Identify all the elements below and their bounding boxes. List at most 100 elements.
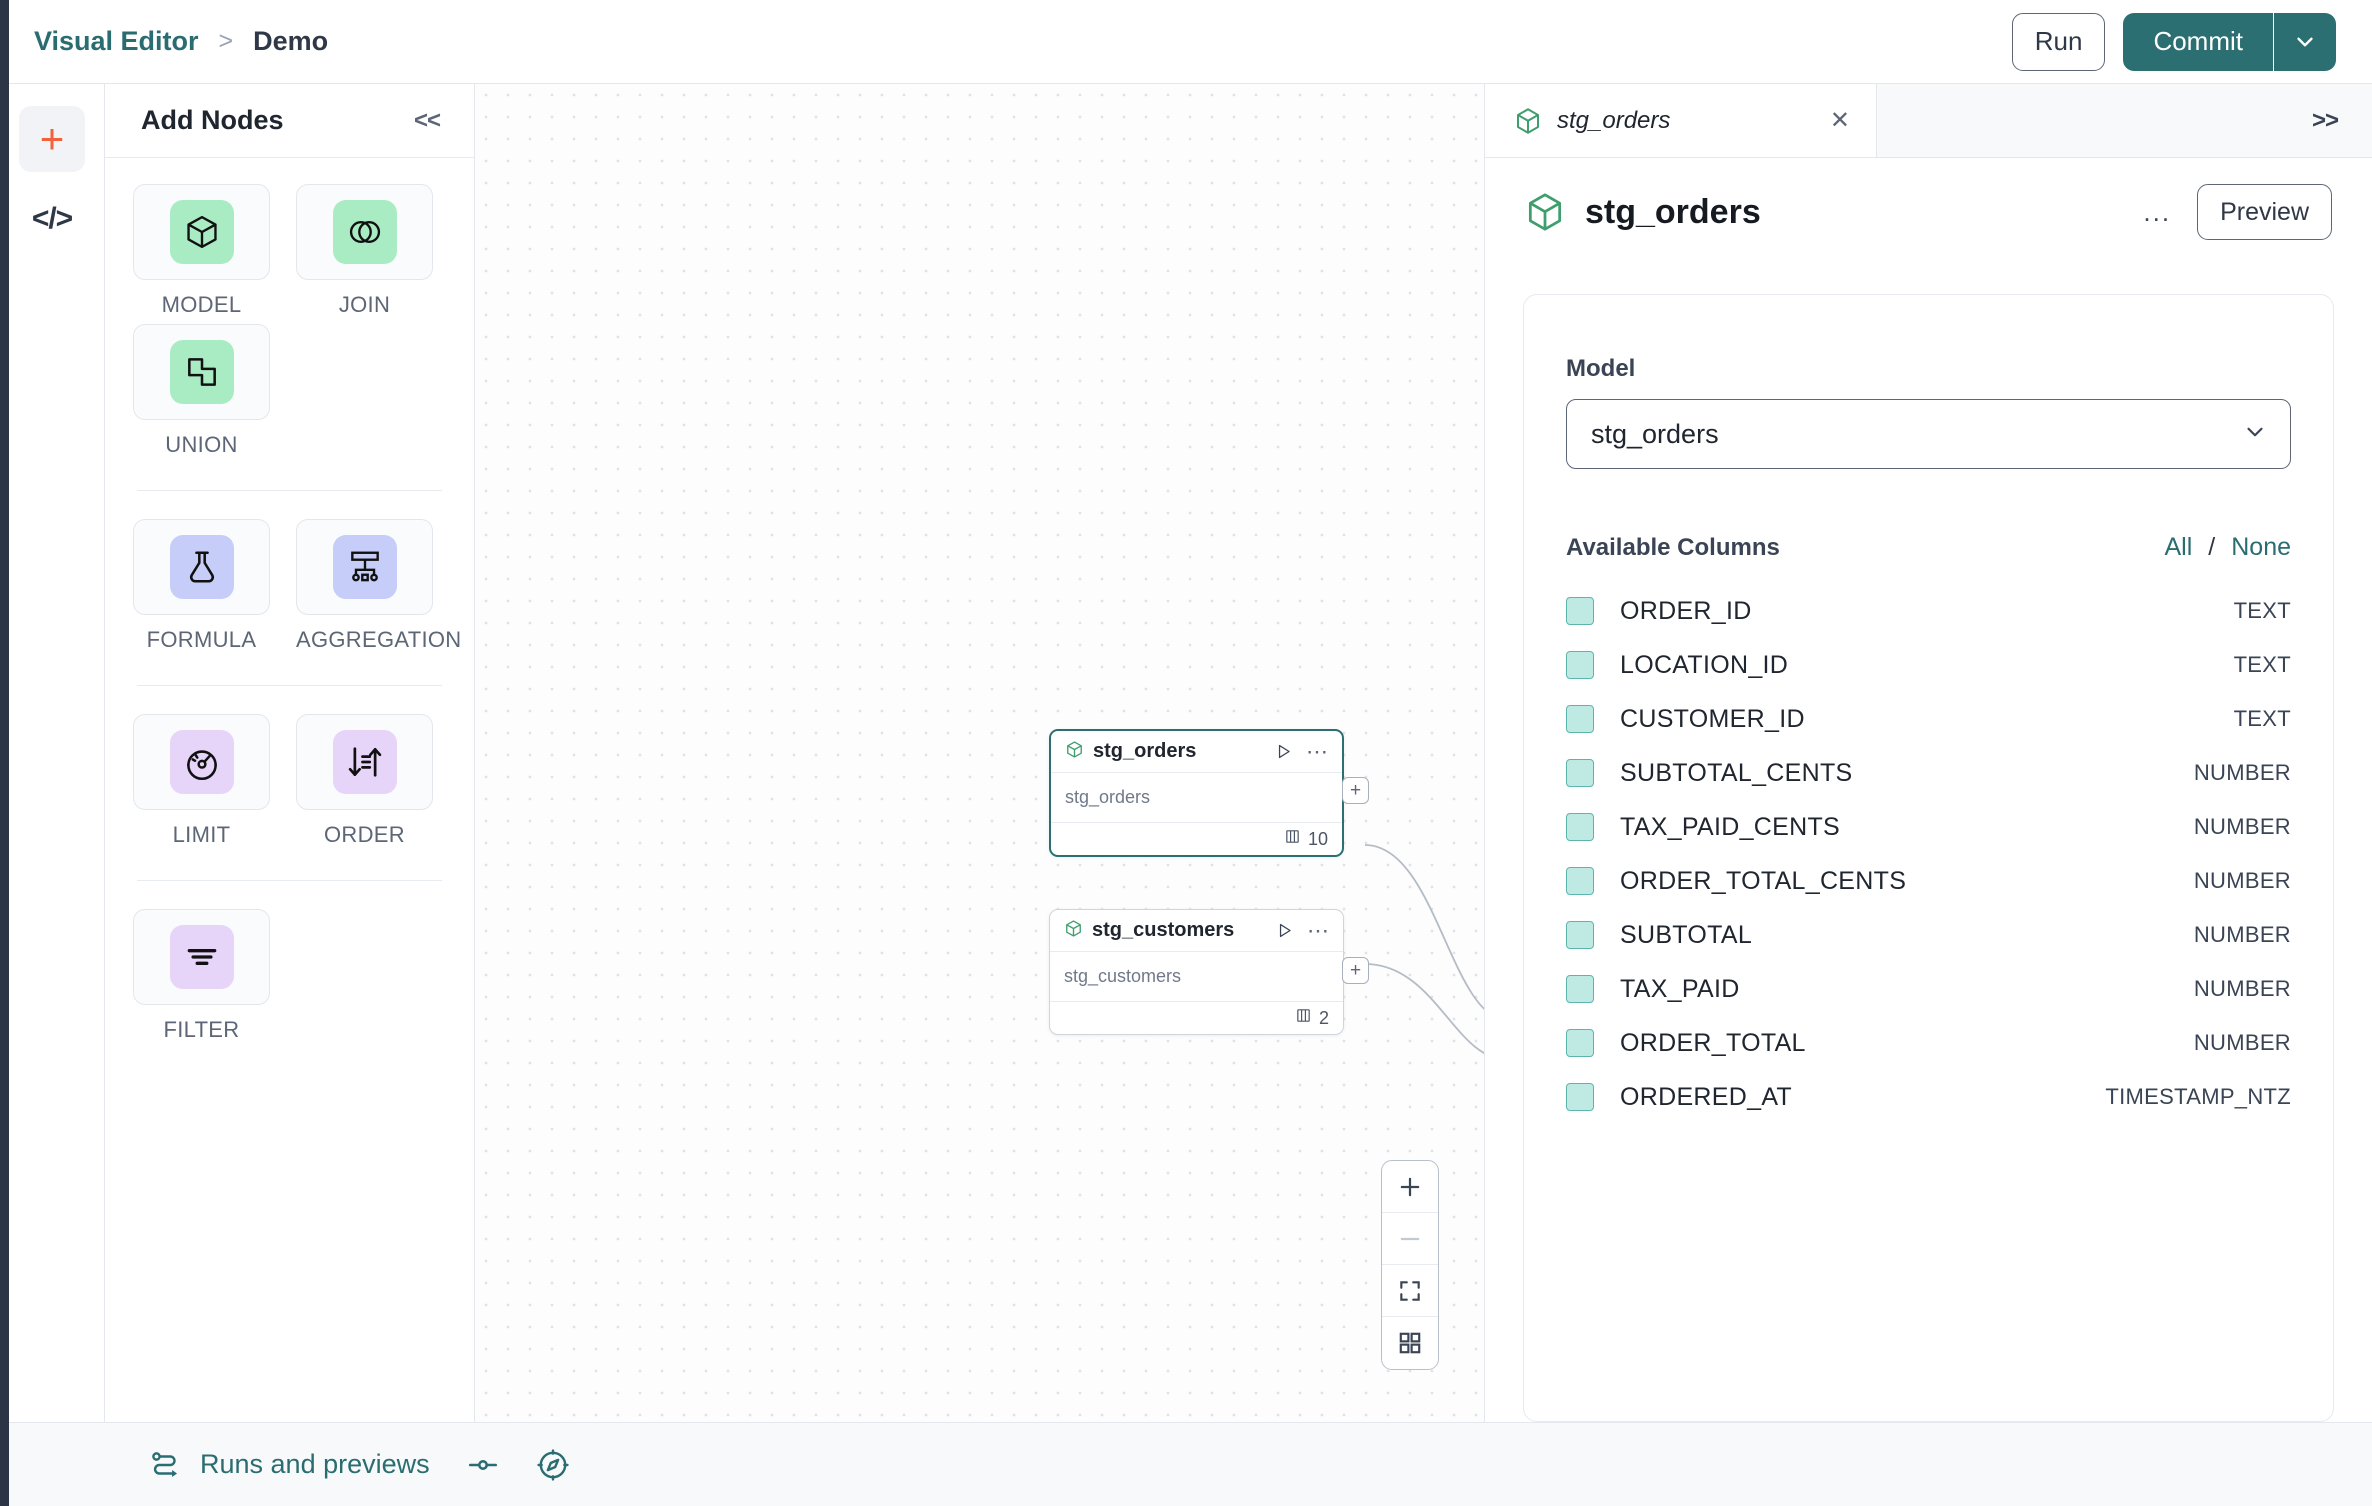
column-count: 10 [1307,828,1328,849]
runs-flow-icon [152,1451,178,1477]
page-title: stg_orders [1585,192,1761,231]
more-options-button[interactable]: ... [2143,197,2172,227]
column-checkbox[interactable] [1566,1083,1594,1111]
left-edge-accent [0,0,9,1506]
flow-node-header: stg_orders⋯ [1051,731,1342,773]
node-tile[interactable] [133,184,270,280]
model-field-label: Model [1566,355,1636,382]
code-view-rail-button[interactable]: </> [19,186,85,252]
node-palette-item-aggregation[interactable]: AGGREGATION [296,519,461,653]
model-select-value: stg_orders [1591,418,1719,449]
zoom-controls [1381,1160,1439,1370]
breadcrumb-demo[interactable]: Demo [253,26,329,56]
collapse-panel-button[interactable]: << [413,106,441,134]
run-button[interactable]: Run [2011,12,2106,71]
tab-stg-orders[interactable]: stg_orders ✕ [1485,84,1877,157]
node-palette-item-order[interactable]: ORDER [296,714,433,848]
column-name: LOCATION_ID [1620,650,1789,679]
node-tile[interactable] [296,714,433,810]
preview-button[interactable]: Preview [2197,184,2332,240]
breadcrumb: Visual Editor > Demo [34,26,328,57]
node-palette-item-join[interactable]: JOIN [296,184,433,318]
node-palette-item-formula[interactable]: FORMULA [133,519,270,653]
add-node-rail-button[interactable]: + [19,106,85,172]
close-icon[interactable]: ✕ [1829,107,1850,134]
model-select[interactable]: stg_orders [1566,399,2291,469]
column-checkbox[interactable] [1566,651,1594,679]
palette-divider [137,490,442,491]
fit-view-button[interactable] [1382,1265,1438,1317]
column-type: NUMBER [2193,868,2291,893]
column-name: TAX_PAID [1620,974,1740,1003]
commit-button[interactable]: Commit [2123,12,2274,71]
top-bar: Visual Editor > Demo Run Commit [0,0,2372,84]
column-checkbox[interactable] [1566,975,1594,1003]
node-palette-label: UNION [165,432,238,457]
column-checkbox[interactable] [1566,705,1594,733]
runs-and-previews-button[interactable]: Runs and previews [148,1448,430,1482]
node-palette-label: FILTER [163,1017,240,1042]
node-more-button[interactable]: ⋯ [1306,738,1329,764]
cube-icon [1064,919,1083,943]
top-bar-actions: Run Commit [2011,12,2336,71]
output-port-stg_customers[interactable]: + [1342,957,1369,984]
edge-customers-to-join [1364,963,1484,1054]
node-palette-item-union[interactable]: UNION [133,324,270,458]
venn-icon [332,200,397,264]
column-checkbox[interactable] [1566,921,1594,949]
node-tile[interactable] [296,519,433,615]
expand-panel-button[interactable]: >> [2311,106,2339,134]
zoom-in-button[interactable] [1382,1161,1438,1213]
compass-icon [536,1448,569,1481]
grid-toggle-button[interactable] [1382,1317,1438,1369]
run-node-button[interactable] [1275,921,1294,940]
node-tile[interactable] [133,324,270,420]
node-palette-item-filter[interactable]: FILTER [133,909,270,1043]
column-checkbox[interactable] [1566,813,1594,841]
cube-icon [1528,193,1562,231]
select-all-link[interactable]: All [2164,533,2193,561]
node-tile[interactable] [296,184,433,280]
node-tile[interactable] [133,519,270,615]
column-checkbox[interactable] [1566,867,1594,895]
select-none-link[interactable]: None [2231,533,2291,561]
breadcrumb-visual-editor[interactable]: Visual Editor [34,26,199,56]
node-palette-item-model[interactable]: MODEL [133,184,270,318]
node-tile[interactable] [133,714,270,810]
node-palette-item-limit[interactable]: LIMIT [133,714,270,848]
output-port-stg_orders[interactable]: + [1342,777,1369,804]
columns-icon [1284,828,1301,850]
flow-node-title: stg_customers [1092,919,1235,941]
run-node-button[interactable] [1274,742,1293,761]
add-nodes-header: Add Nodes << [105,84,474,158]
flow-node-stg_customers[interactable]: stg_customers ⋯stg_customers 2 [1049,909,1344,1036]
column-count: 2 [1318,1007,1329,1028]
node-tile[interactable] [133,909,270,1005]
union-shapes-icon [169,340,234,404]
palette-divider [137,685,442,686]
column-select-actions: All / None [2164,533,2291,562]
column-checkbox[interactable] [1566,759,1594,787]
flow-node-header: stg_customers ⋯ [1050,910,1343,952]
node-more-button[interactable]: ⋯ [1307,917,1330,943]
compass-button[interactable] [536,1448,570,1482]
tree-icon [332,535,397,599]
column-name: SUBTOTAL_CENTS [1620,758,1853,787]
zoom-out-button[interactable] [1382,1213,1438,1265]
toggle-button[interactable] [466,1448,500,1482]
column-checkbox[interactable] [1566,1029,1594,1057]
column-checkbox[interactable] [1566,597,1594,625]
commit-dropdown-button[interactable] [2274,12,2336,71]
